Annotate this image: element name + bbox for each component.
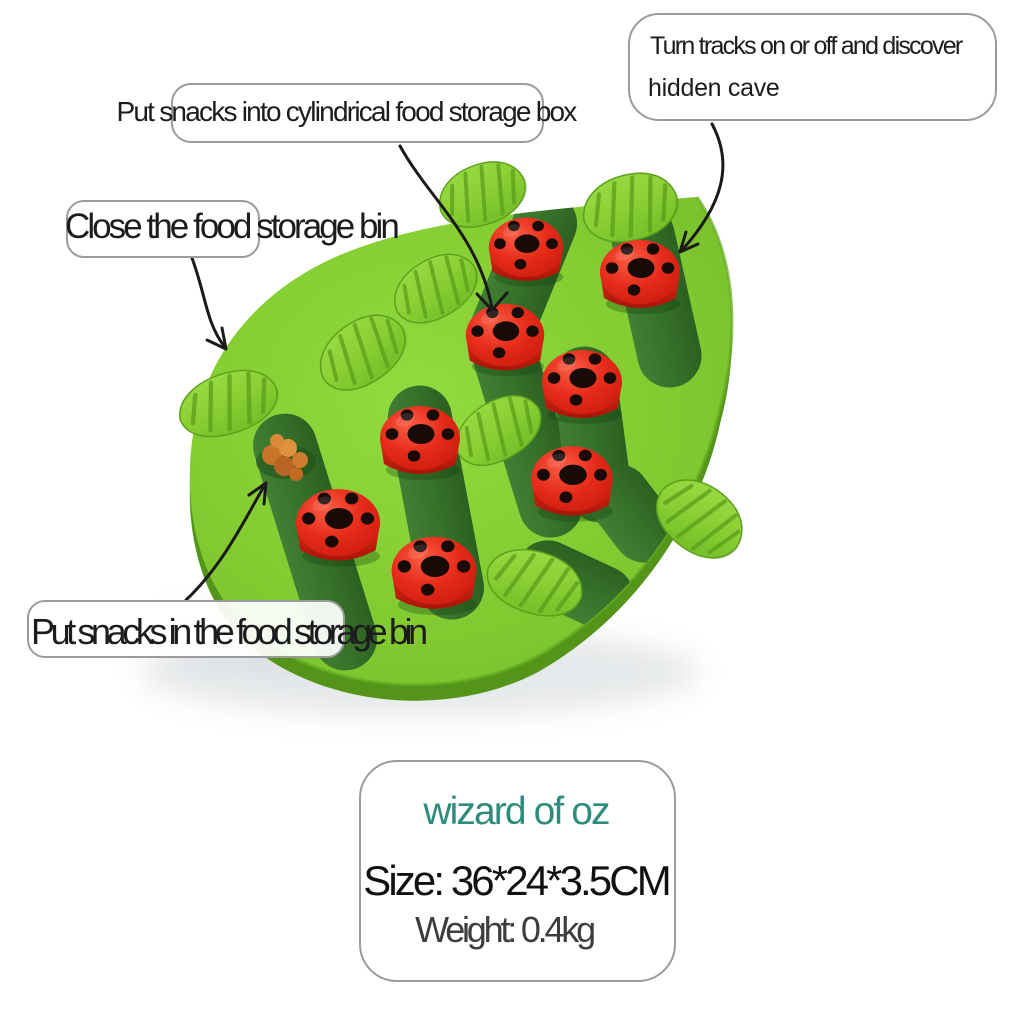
callout-label-top: Put snacks into cylindrical food storage… xyxy=(116,96,577,127)
arrow-bottom-callout xyxy=(184,481,268,602)
arrow-left-callout xyxy=(190,256,228,351)
arrow-top-callout xyxy=(398,144,509,312)
callout-label-right-line2: hidden cave xyxy=(648,74,780,102)
product-size: Size: 36*24*3.5CM xyxy=(363,857,671,904)
callout-box-top xyxy=(171,83,544,143)
info-box xyxy=(359,760,676,982)
arrow-right-callout xyxy=(678,122,725,254)
callout-box-left xyxy=(66,200,260,258)
product-weight: Weight: 0.4kg xyxy=(415,909,596,950)
callout-box-bottom xyxy=(27,600,345,658)
callout-box-right xyxy=(628,13,997,121)
callout-label-left: Close the food storage bin xyxy=(65,207,400,246)
callout-label-right-line1: Turn tracks on or off and discover xyxy=(650,32,963,60)
snack-treats xyxy=(256,434,316,481)
callout-label-bottom: Put snacks in the food storage bin xyxy=(31,611,428,652)
product-brand: wizard of oz xyxy=(423,790,610,833)
